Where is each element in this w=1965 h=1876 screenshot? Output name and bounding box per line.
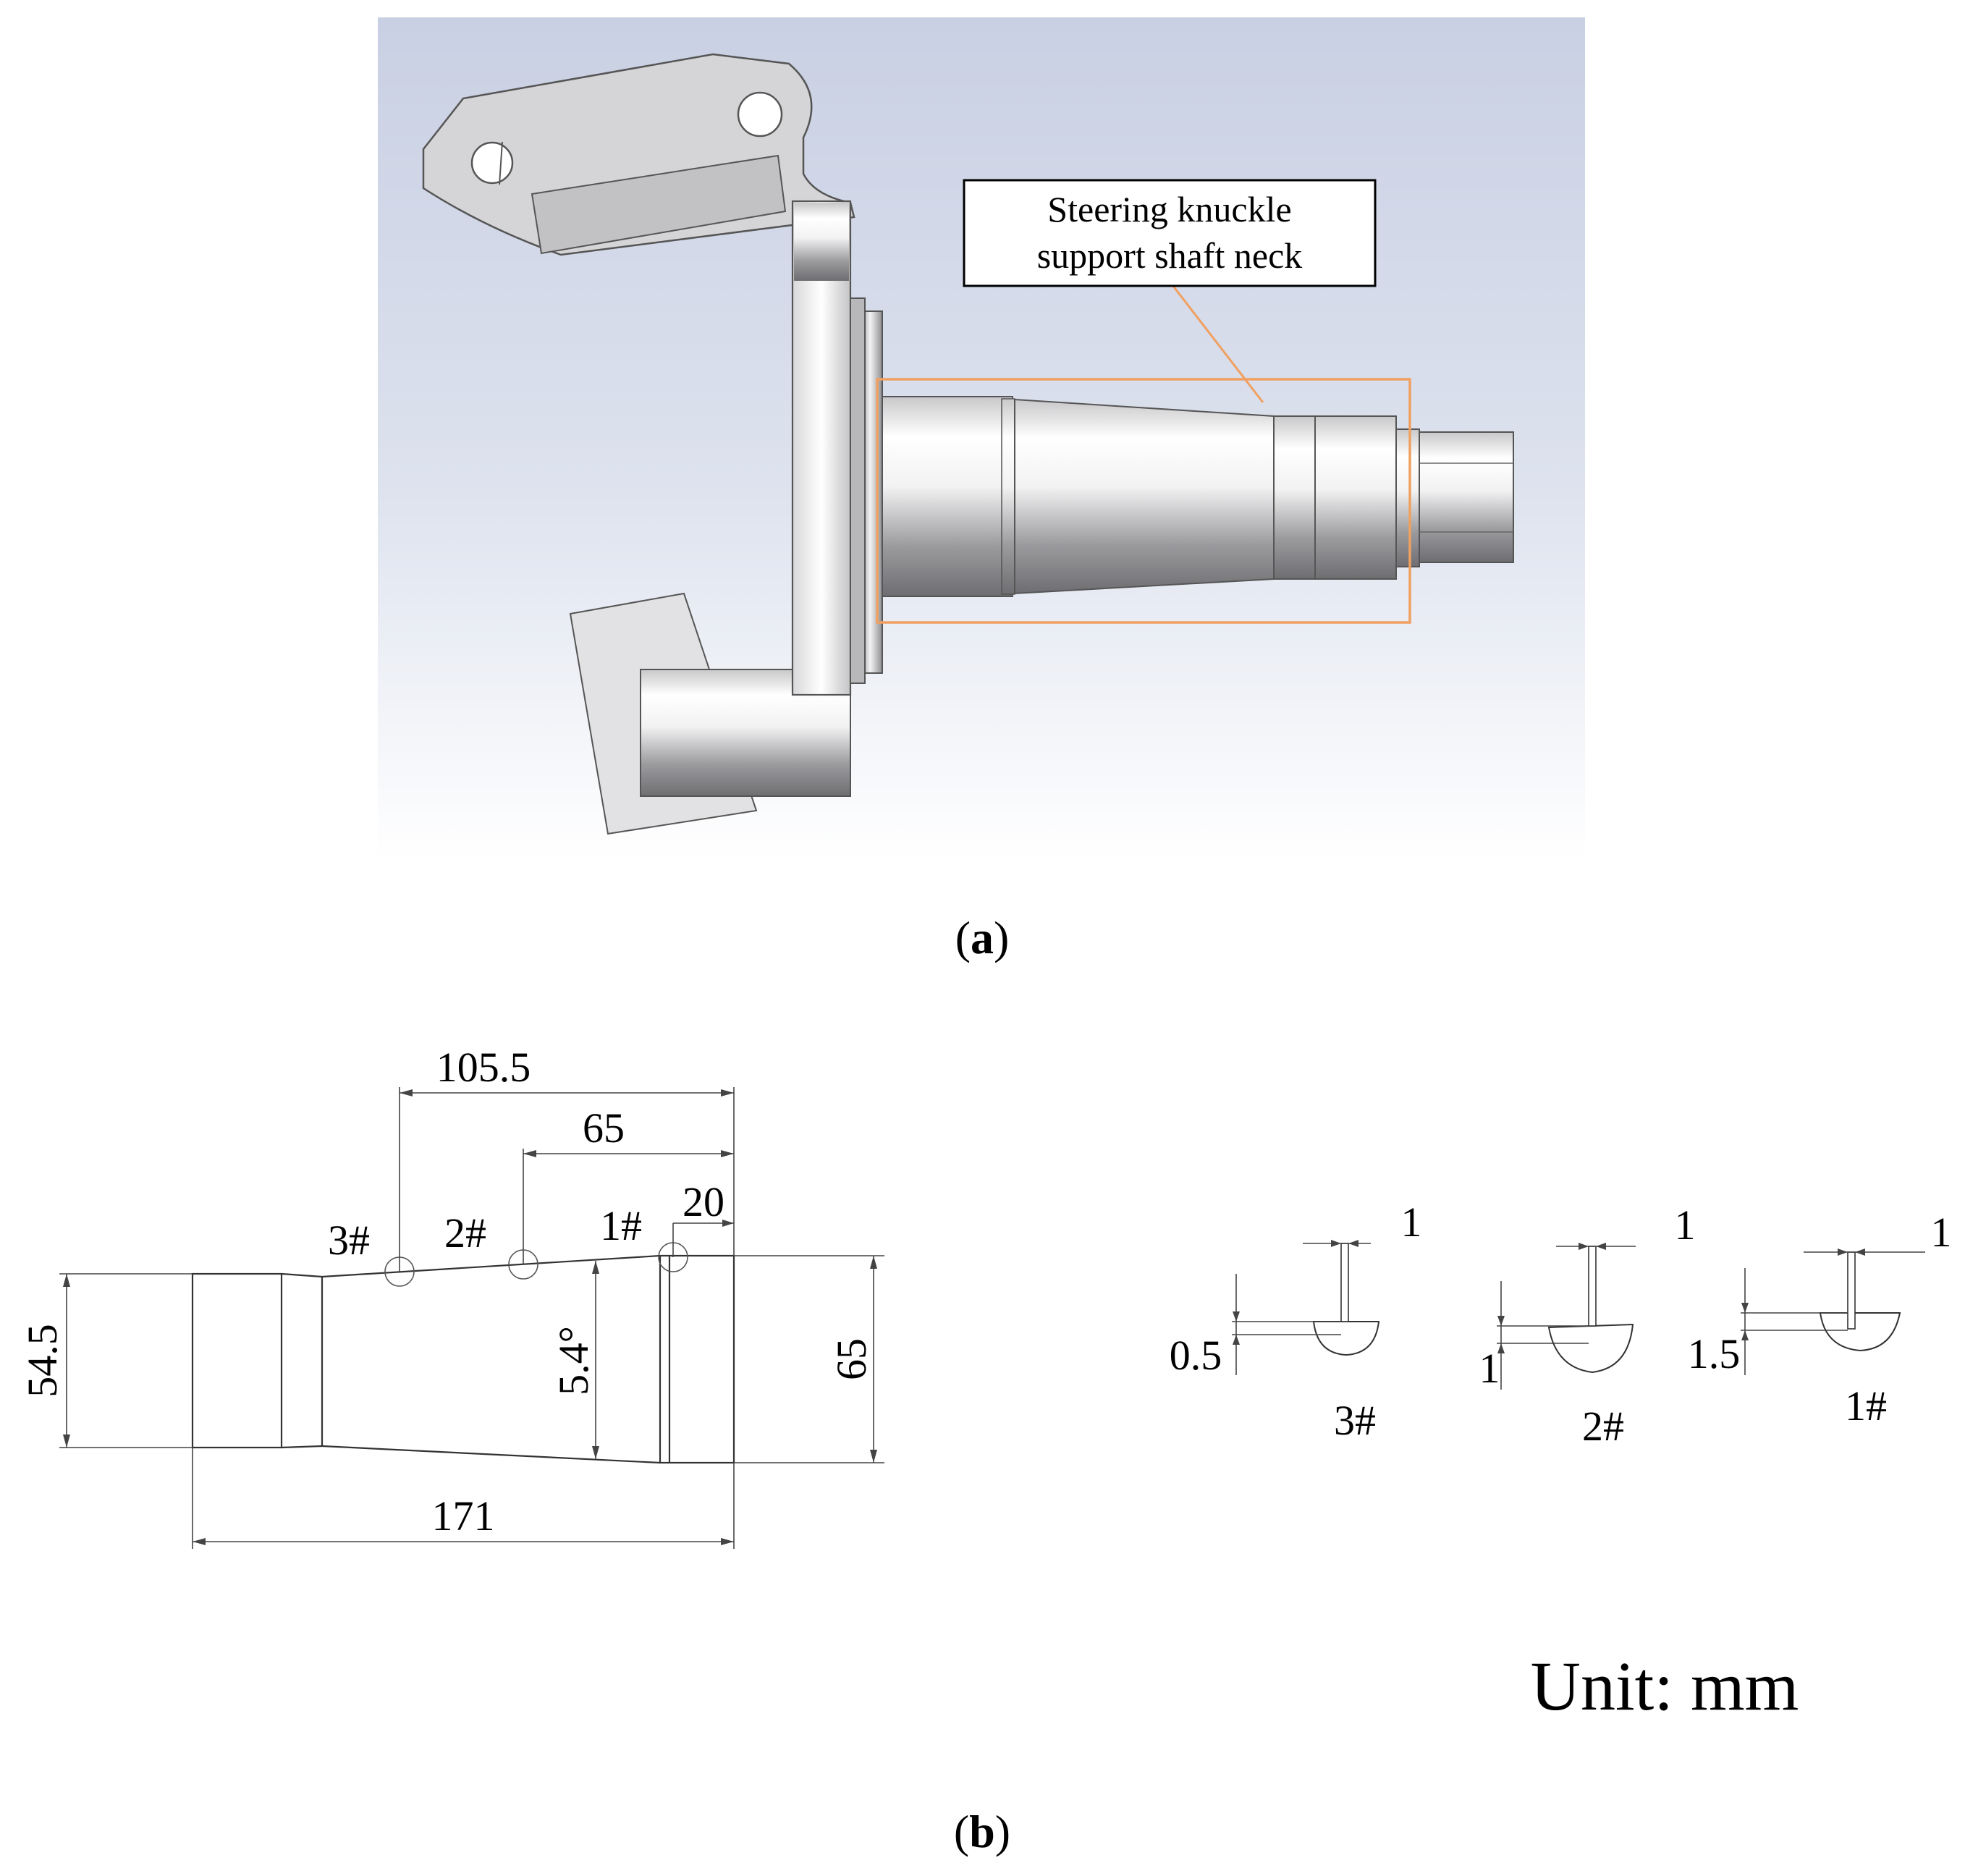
steering-arm-upper [422,53,855,256]
svg-text:105.5: 105.5 [436,1044,531,1091]
caption-b: (b) [954,1806,1010,1857]
lower-arm-block [569,592,851,835]
svg-text:0.5: 0.5 [1170,1332,1222,1379]
dimension-54-5: 54.5 [19,1273,193,1448]
arm-hole-right [737,91,783,138]
dimension-105-5: 105.5 [399,1044,735,1272]
svg-text:1: 1 [1675,1201,1696,1248]
callout-line-1: Steering knuckle [1047,189,1291,229]
mounting-flange [791,200,883,696]
notch-detail-1: 1 1.5 1# [1688,1209,1952,1429]
shaft-neck-highlight-box [876,378,1411,624]
unit-label: Unit: mm [1531,1647,1799,1725]
position-label-2: 2# [444,1209,486,1256]
position-label-1: 1# [600,1202,642,1249]
dimension-20: 20 [672,1178,734,1257]
notch-detail-label-3: 3# [1334,1397,1376,1444]
svg-text:1.5: 1.5 [1688,1330,1741,1377]
callout-line-2: support shaft neck [1037,235,1303,276]
dimension-angle: 5.4° [550,1261,599,1459]
caption-a: (a) [955,912,1010,963]
dimension-171: 171 [192,1448,735,1549]
svg-text:5.4°: 5.4° [550,1326,597,1395]
svg-text:1: 1 [1479,1345,1500,1392]
notch-detail-3: 1 0.5 3# [1170,1199,1422,1444]
svg-text:65: 65 [828,1338,875,1380]
svg-text:1: 1 [1401,1199,1422,1246]
svg-text:65: 65 [583,1104,625,1152]
support-shaft [882,396,1514,597]
dimension-65-top: 65 [523,1104,734,1264]
panel-b: 3# 2# 1# 105.5 65 20 [19,1044,1952,1857]
callout-box [963,179,1377,287]
svg-text:1: 1 [1931,1209,1952,1256]
svg-text:20: 20 [683,1178,724,1225]
position-label-3: 3# [328,1217,370,1264]
dimension-65-right: 65 [734,1255,884,1463]
notch-detail-label-2: 2# [1582,1403,1624,1450]
svg-text:171: 171 [432,1492,495,1539]
panel-a: Steering knuckle support shaft neck (a) [378,17,1585,963]
notch-detail-2: 1 1 2# [1479,1201,1696,1450]
notch-detail-label-1: 1# [1845,1382,1887,1429]
shaft-profile-drawing: 3# 2# 1# [191,1202,735,1464]
arm-hole-left [470,141,514,185]
callout-leader-line [1171,284,1264,403]
svg-text:54.5: 54.5 [19,1324,66,1398]
